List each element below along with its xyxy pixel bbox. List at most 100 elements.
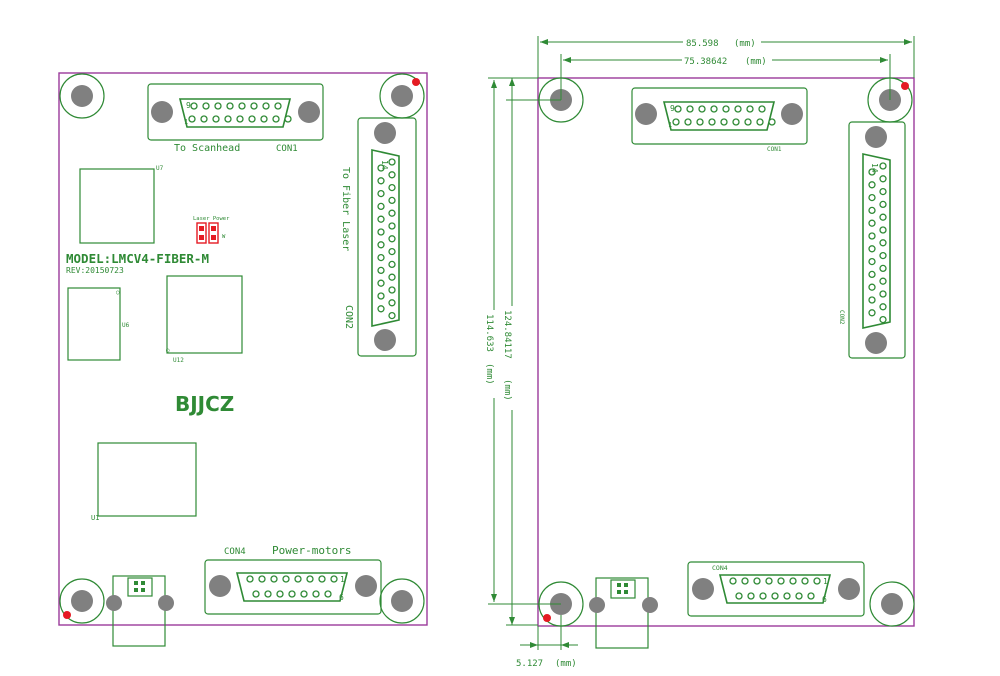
model-label: MODEL:LMCV4-FIBER-M (66, 251, 209, 266)
connector-pin (722, 105, 730, 113)
connector-pin (388, 183, 396, 192)
connector-pin (732, 118, 740, 126)
connector-pin (388, 311, 396, 320)
connector-pin (747, 592, 755, 600)
red-marker (543, 614, 551, 622)
connector-pin (734, 105, 742, 113)
connector-pin (272, 115, 280, 123)
connector-pin (284, 115, 292, 123)
connector-pin (765, 577, 773, 585)
connector-pin (212, 115, 220, 123)
red-marker (63, 611, 71, 619)
con4-pin6-label: 6 (822, 595, 827, 604)
connector-pin (720, 118, 728, 126)
left-usb-connector (106, 575, 174, 647)
connector-pin (868, 296, 876, 304)
revision-label: REV:20150723 (66, 266, 124, 275)
left-con2-connector: 14 (357, 117, 417, 357)
connector-pin (188, 115, 196, 123)
svg-text:○: ○ (116, 289, 120, 296)
connector-pin (388, 247, 396, 256)
con1-pin1-label: 1 (668, 121, 672, 129)
connector-pin (868, 283, 876, 291)
dim-width-holes-unit: (mm) (745, 57, 767, 67)
connector-pin (686, 105, 694, 113)
connector-pin (377, 279, 385, 287)
con4-pin1-label: 1 (340, 575, 345, 584)
connector-pin (879, 162, 887, 170)
right-board: 9 1 CON1 14 CON2 CON4 (537, 77, 915, 649)
connector-pin (868, 309, 876, 317)
connector-pin (224, 115, 232, 123)
connector-pin (388, 273, 396, 281)
connector-pin (306, 575, 314, 583)
connector-pin (868, 181, 876, 189)
con1-pin9-label: 9 (670, 104, 675, 113)
right-con2-connector: 14 (848, 121, 906, 359)
u6-chip (67, 287, 121, 361)
con2-pin14-label: 14 (380, 160, 389, 170)
connector-pin (252, 590, 260, 598)
dim-height-holes-value: 124.84117 (502, 310, 512, 359)
connector-pin (324, 590, 332, 598)
connector-pin (377, 202, 385, 211)
connector-pin (868, 193, 876, 202)
connector-pin (868, 270, 876, 279)
connector-pin (377, 266, 385, 275)
con1-ref: CON1 (276, 144, 298, 154)
connector-pin (388, 209, 396, 217)
connector-pin (813, 577, 821, 585)
connector-pin (879, 264, 887, 273)
left-board-outline (58, 72, 428, 626)
dim-hole-offset: 5.127 (mm) (516, 615, 578, 669)
u7-chip (79, 168, 155, 244)
connector-pin (236, 115, 244, 123)
brand-logo: BJJCZ (175, 392, 234, 416)
connector-pin (795, 592, 803, 600)
dim-width-total-value: 85.598 (686, 39, 719, 49)
u12-chip (166, 275, 243, 354)
connector-pin (801, 577, 809, 585)
connector-pin (879, 175, 887, 183)
connector-pin (200, 115, 208, 123)
u12-ref: U12 (173, 357, 184, 364)
con1-pin9-label: 9 (186, 101, 191, 110)
dim-width-holes-value: 75.38642 (684, 57, 727, 67)
connector-pin (377, 241, 385, 249)
connector-pin (868, 257, 876, 266)
left-con1-connector: 9 1 (147, 83, 324, 141)
connector-pin (388, 299, 396, 307)
connector-pin (879, 277, 887, 285)
dim-height-holes: 124.84117 (mm) (502, 78, 519, 625)
connector-pin (777, 577, 785, 585)
connector-pin (330, 575, 338, 583)
dim-height-total: 114.633 (mm) (484, 80, 501, 602)
svg-text:○: ○ (166, 347, 170, 354)
left-mounting-hole-bl (59, 578, 105, 624)
right-mounting-hole-br (869, 581, 915, 627)
dim-width-total-unit: (mm) (734, 39, 756, 49)
right-board-outline (537, 77, 915, 627)
connector-pin (270, 575, 278, 583)
con4-ref: CON4 (224, 547, 246, 557)
con2-ref: CON2 (343, 305, 354, 329)
connector-pin (274, 102, 282, 110)
connector-pin (729, 577, 737, 585)
con2-pin14-label: 14 (870, 163, 879, 173)
connector-pin (250, 102, 258, 110)
connector-pin (710, 105, 718, 113)
connector-pin (879, 200, 887, 209)
connector-pin (879, 187, 887, 196)
connector-pin (258, 575, 266, 583)
connector-pin (771, 592, 779, 600)
connector-pin (879, 251, 887, 260)
connector-pin (756, 118, 764, 126)
connector-pin (260, 115, 268, 123)
connector-pin (744, 118, 752, 126)
led-indicators: Laser Power W (193, 216, 230, 244)
connector-pin (759, 592, 767, 600)
con4-description: Power-motors (272, 544, 351, 557)
connector-pin (294, 575, 302, 583)
connector-pin (879, 213, 887, 221)
